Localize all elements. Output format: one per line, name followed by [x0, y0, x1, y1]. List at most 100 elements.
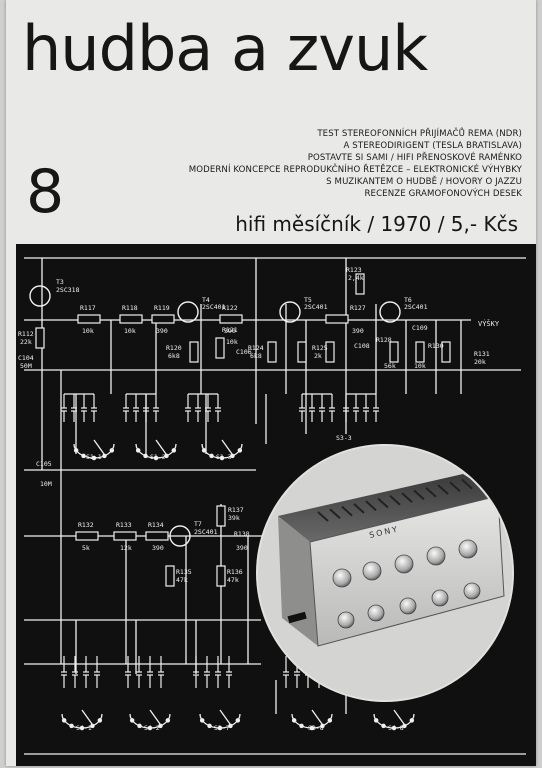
vent-slot	[413, 489, 425, 501]
resistor	[441, 341, 451, 363]
vent-slot	[341, 505, 353, 517]
label-switch: S3-8	[308, 724, 324, 732]
rotary-switch-contact	[219, 455, 225, 461]
resistor	[77, 314, 101, 324]
label-r120-val: 6k8	[168, 352, 180, 360]
magazine-subtitle: hifi měsíčník / 1970 / 5,- Kčs	[235, 212, 518, 236]
transistor-t3	[29, 285, 51, 307]
label-t6-type: 2SC401	[404, 303, 428, 311]
magazine-title: hudba a zvuk	[22, 12, 428, 85]
contents-item: MODERNÍ KONCEPCE REPRODUKČNÍHO ŘETĚZCE –…	[188, 165, 522, 175]
vent-slot	[377, 497, 389, 509]
resistor	[325, 341, 335, 363]
label-r132: R132	[78, 521, 94, 529]
label-r135-val: 47k	[176, 576, 188, 584]
label-r125: R125	[312, 344, 328, 352]
rotary-switch-contact	[320, 723, 325, 729]
issue-number: 8	[26, 157, 65, 227]
resistor	[325, 314, 349, 324]
contents-list: TEST STEREOFONNÍCH PŘIJÍMAČŮ REMA (NDR) …	[102, 128, 522, 200]
rotary-switch-contact	[409, 718, 415, 723]
control-knob	[367, 604, 385, 622]
label-switch: S4-2	[144, 724, 160, 732]
label-r122-val: 390	[224, 327, 236, 335]
transistor-t4	[177, 301, 199, 323]
resistor	[151, 314, 175, 324]
rotary-switch-contact	[235, 718, 241, 723]
resistor	[219, 314, 243, 324]
label-r130-val: 10k	[414, 362, 426, 370]
label-r121-val: 10k	[226, 338, 238, 346]
contents-item: S MUZIKANTEM O HUDBĚ / HOVORY O JAZZU	[326, 177, 522, 187]
amplifier-photo: SONY	[258, 446, 512, 700]
rotary-switch-contact	[391, 725, 397, 731]
vent-slot	[461, 478, 473, 490]
label-r118: R118	[122, 304, 138, 312]
resistor	[215, 337, 225, 359]
rotary-switch-contact	[102, 453, 107, 459]
control-knob	[431, 589, 449, 607]
rotary-switch-contact	[61, 718, 67, 723]
label-r134-val: 390	[152, 544, 164, 552]
rotary-switch-contact	[91, 455, 97, 461]
rotary-switch-contact	[201, 448, 207, 453]
vent-slot	[329, 508, 341, 520]
vent-slot	[317, 511, 329, 522]
label-r137: R137	[228, 506, 244, 514]
label-c106: C106	[236, 348, 252, 356]
resistor	[75, 531, 99, 541]
rotary-switch-contact	[165, 718, 171, 723]
label-r117-val: 10k	[82, 327, 94, 335]
label-r131: R131	[474, 350, 490, 358]
label-t5: T5	[304, 296, 312, 304]
rotary-switch-contact	[143, 453, 148, 459]
rotary-switch-contact	[97, 718, 103, 723]
label-r124-val: 6k8	[250, 352, 262, 360]
rotary-switch-contact	[79, 725, 85, 731]
transistor-t7	[169, 525, 191, 547]
label-r127: R127	[350, 304, 366, 312]
vent-slot	[365, 500, 377, 511]
label-r119-val: 390	[156, 327, 168, 335]
label-r136: R136	[227, 568, 243, 576]
label-r133: R133	[116, 521, 132, 529]
rotary-switch-wiper	[155, 439, 167, 455]
rotary-switch-contact	[109, 448, 115, 453]
rotary-switch-contact	[81, 453, 86, 459]
resistor	[113, 531, 137, 541]
rotary-switch-wiper	[81, 709, 93, 725]
label-switch: S3-7	[214, 724, 230, 732]
rotary-switch-contact	[381, 723, 386, 729]
resistor	[415, 341, 425, 363]
label-r135: R135	[176, 568, 192, 576]
label-t5-type: 2SC401	[304, 303, 328, 311]
rotary-switch-contact	[230, 453, 235, 459]
rotary-switch-contact	[129, 718, 135, 723]
control-knob	[426, 546, 446, 566]
label-r133-val: 12k	[120, 544, 132, 552]
vent-slot	[425, 486, 437, 498]
rotary-switch-contact	[209, 453, 214, 459]
toggle-switch	[287, 611, 307, 624]
rotary-switch-contact	[199, 718, 205, 723]
label-r130: R130	[428, 342, 444, 350]
label-switch: S1-3	[216, 453, 232, 461]
label-t7-type: 2SC401	[194, 528, 218, 536]
rotary-switch-contact	[73, 448, 79, 453]
rotary-switch-contact	[147, 725, 153, 731]
label-vysky: VÝŠKY	[478, 319, 500, 328]
magazine-cover: hudba a zvuk TEST STEREOFONNÍCH PŘIJÍMAČ…	[6, 0, 536, 766]
rotary-switch-contact	[153, 455, 159, 461]
resistor	[297, 341, 307, 363]
label-switch: S4-8	[388, 724, 404, 732]
label-r128: R128	[376, 336, 392, 344]
label-r132-val: 5k	[82, 544, 90, 552]
label-r121: R121	[222, 326, 238, 334]
resistor	[165, 565, 175, 587]
resistor	[267, 341, 277, 363]
label-switch: S3-3	[336, 434, 352, 442]
rotary-switch-contact	[291, 718, 297, 723]
control-knob	[332, 568, 352, 588]
rotary-switch-wiper	[311, 709, 323, 725]
resistor	[216, 505, 226, 527]
